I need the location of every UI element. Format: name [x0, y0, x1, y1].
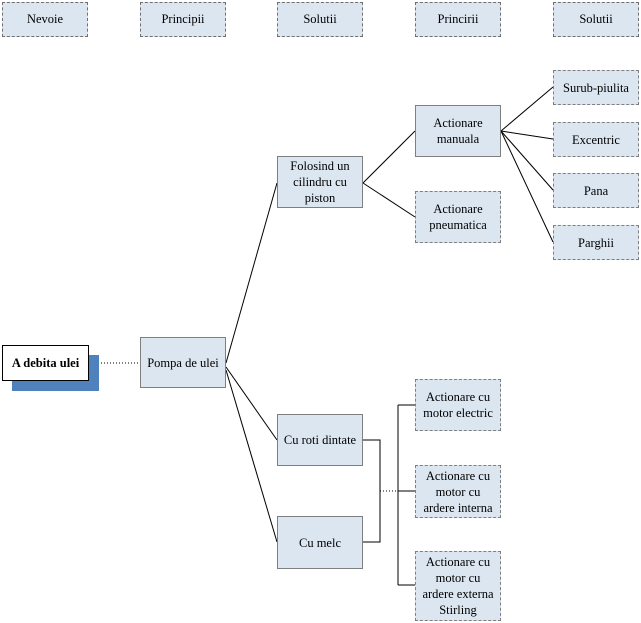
node-pana: Pana	[553, 173, 639, 208]
connector-manuala-surub	[500, 86, 554, 132]
node-actionare-ardere-externa: Actionare cu motor cu ardere externa Sti…	[415, 551, 501, 621]
node-actionare-ardere-interna: Actionare cu motor cu ardere interna	[415, 465, 501, 518]
connector-manuala-parghii	[500, 130, 554, 243]
node-excentric: Excentric	[553, 122, 639, 157]
header-principii: Principii	[140, 2, 226, 37]
connector-roti-bracket	[363, 439, 381, 491]
header-princirii: Princirii	[415, 2, 501, 37]
node-actionare-motor-electric: Actionare cu motor electric	[415, 379, 501, 431]
connector-cilindru-pneumatica	[362, 182, 416, 218]
node-melc: Cu melc	[277, 516, 363, 569]
node-pompa-de-ulei: Pompa de ulei	[140, 337, 226, 388]
connector-cilindru-manuala	[362, 130, 416, 184]
connector-melc-bracket	[363, 491, 381, 543]
node-actionare-manuala: Actionare manuala	[415, 105, 501, 157]
node-cilindru-cu-piston: Folosind un cilindru cu piston	[277, 156, 363, 208]
connector-pompa-cilindru	[225, 182, 278, 364]
root-node: A debita ulei	[2, 345, 89, 381]
header-solutii: Solutii	[277, 2, 363, 37]
connector-pompa-roti	[225, 366, 278, 441]
connector-manuala-excentric	[500, 130, 554, 140]
header-nevoie: Nevoie	[2, 2, 88, 37]
connector-pompa-melc	[225, 369, 278, 543]
node-roti-dintate: Cu roti dintate	[277, 414, 363, 466]
node-actionare-pneumatica: Actionare pneumatica	[415, 191, 501, 243]
node-surub-piulita: Surub-piulita	[553, 70, 639, 105]
node-parghii: Parghii	[553, 225, 639, 260]
connector-manuala-pana	[500, 130, 554, 191]
header-solutii-2: Solutii	[553, 2, 639, 37]
